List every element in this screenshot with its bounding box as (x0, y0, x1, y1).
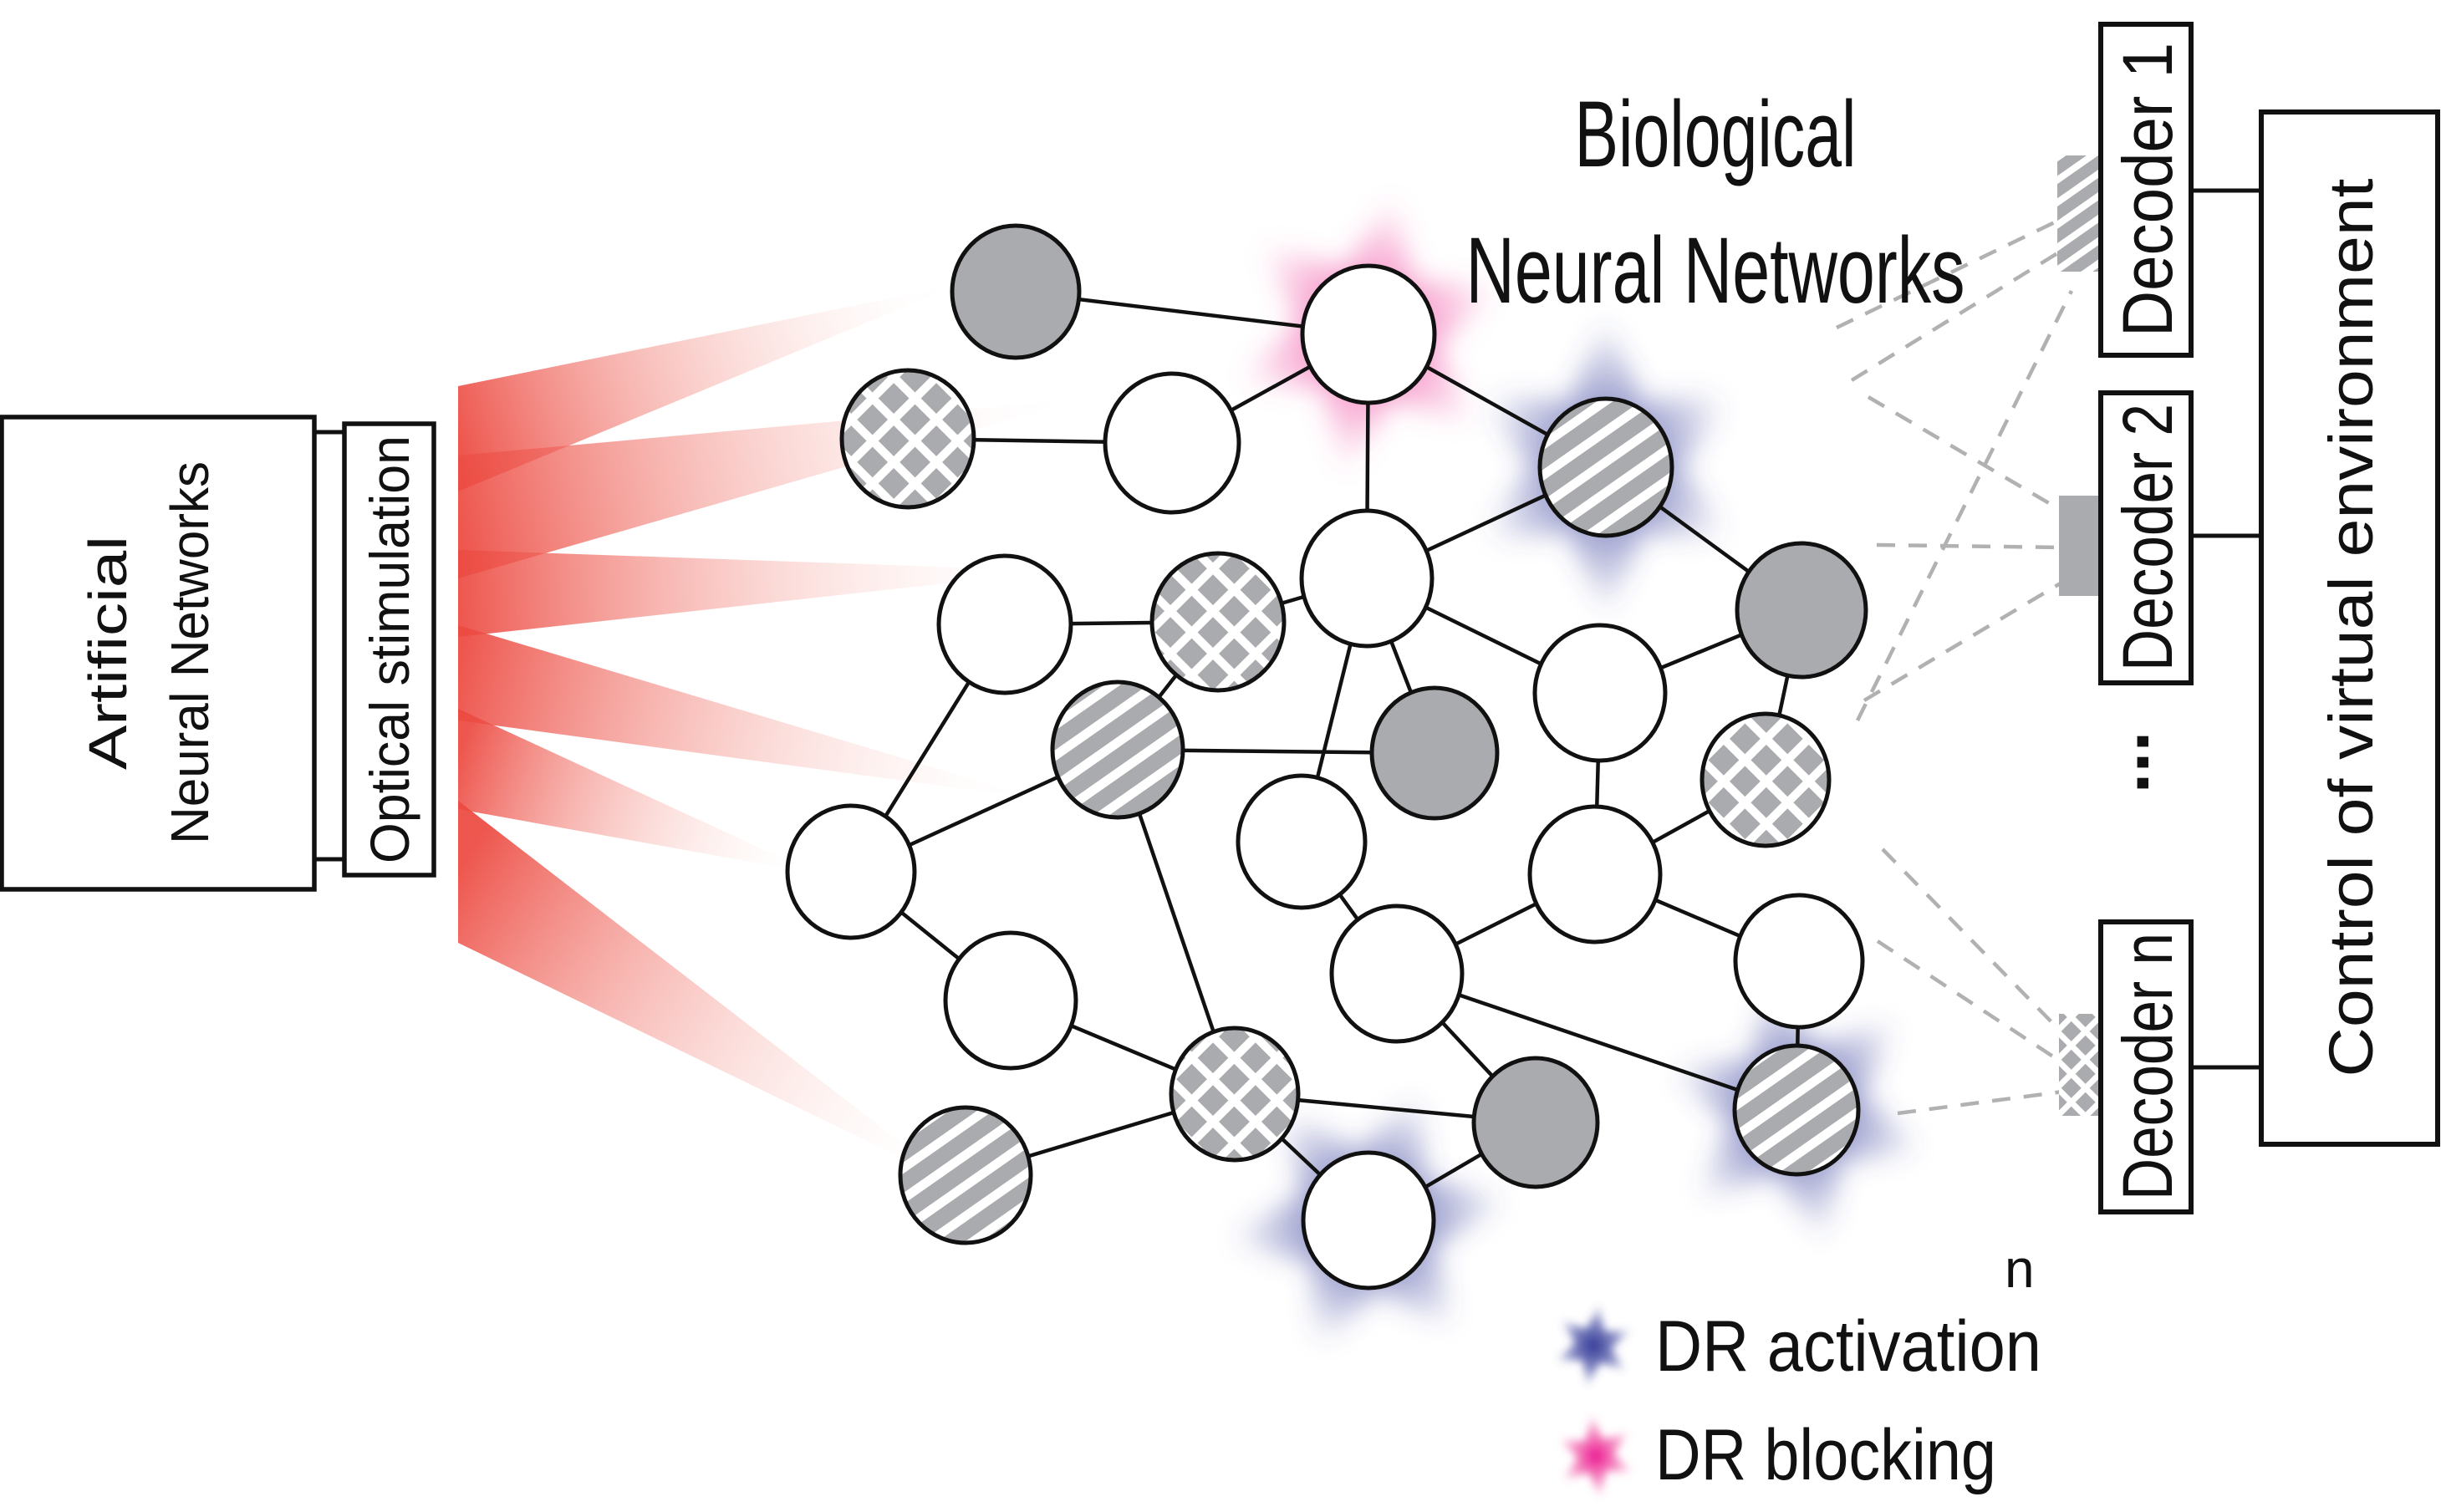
stray-n-mark: n (2005, 1239, 2035, 1299)
recording-dashes-layer (1836, 216, 2074, 1116)
decoder-ellipsis: ... (2082, 731, 2165, 793)
neuron-node-diag (898, 1105, 1033, 1245)
neuron-node-cross (1169, 1026, 1301, 1163)
ann-label-line2: Neural Networks (160, 461, 220, 844)
dr-activation-star-icon (1552, 1302, 1634, 1389)
decoder-2-label: Decoder 2 (2108, 404, 2187, 671)
recording-dash-line (1897, 1089, 2064, 1116)
ann-box-label: Artificial Neural Networks (78, 461, 220, 844)
decoder-2-box (2098, 390, 2194, 685)
neuron-node-diag-blue-glow (1732, 1043, 1861, 1177)
optical-stimulation-beam (458, 284, 960, 491)
recording-dash-line (1867, 395, 2065, 513)
neuron-node-white (1299, 508, 1435, 649)
neuron-node-white (1236, 773, 1368, 910)
neuron-node-white-pink-glow (1300, 263, 1437, 405)
bnn-title-line1: Biological (1575, 82, 1857, 186)
neuron-node-gray (1735, 541, 1868, 680)
neuron-node-white (1527, 804, 1663, 944)
legend-label-activation: DR activation (1655, 1306, 2041, 1387)
bnn-title-line2: Neural Networks (1466, 218, 1965, 323)
optical-beams-layer (458, 284, 1078, 1183)
neuron-node-gray (1471, 1056, 1600, 1189)
recording-dash-line (1863, 580, 2065, 702)
neuron-node-gray (950, 223, 1082, 360)
neuron-node-white (1733, 893, 1865, 1030)
optical-stimulation-beam (458, 550, 1060, 637)
recording-dash-line (1850, 249, 2063, 382)
recording-dash-line (1855, 289, 2074, 722)
neuron-node-cross (1700, 711, 1832, 848)
neuron-node-white-blue-glow (1301, 1150, 1436, 1291)
optical-stimulation-box (342, 421, 436, 878)
neuron-node-gray (1369, 685, 1500, 821)
optical-stimulation-beam (458, 625, 1039, 799)
recording-dash-line (1876, 939, 2065, 1065)
optical-stimulation-beam (458, 801, 953, 1183)
control-box (2259, 109, 2440, 1147)
electrode-decoder-n (2059, 1014, 2101, 1116)
electrode-decoder2 (2059, 496, 2101, 596)
dr-blocking-star-icon (1556, 1413, 1636, 1499)
neuron-node-white (1329, 904, 1465, 1044)
neuron-node-cross (839, 368, 976, 510)
decoder-n-label: Decoder n (2108, 933, 2187, 1200)
decoder-1-box (2098, 22, 2194, 358)
legend: DR activation DR blocking (1552, 1302, 2041, 1499)
synapse-edge (1396, 971, 1797, 1112)
neuron-node-white (785, 803, 917, 940)
neuron-node-diag (1050, 680, 1185, 820)
neuron-node-diag-blue-glow (1537, 396, 1674, 538)
neuron-node-white (1103, 371, 1241, 515)
dr-blocking-star (1556, 1413, 1636, 1499)
recording-dash-line (1876, 542, 2064, 550)
legend-label-blocking: DR blocking (1655, 1415, 1996, 1495)
decoder-1-label: Decoder 1 (2108, 43, 2187, 337)
neuron-node-white (1532, 623, 1668, 763)
recording-dash-line (1836, 216, 2062, 330)
neuron-node-cross (1149, 551, 1287, 693)
control-box-label: Control of virtual environment (2316, 178, 2386, 1077)
optical-stimulation-beam (458, 709, 815, 873)
optical-stimulation-label: Optical stimulation (359, 435, 420, 863)
recording-dash-line (1881, 848, 2065, 1036)
neuron-nodes-layer (785, 223, 1868, 1291)
dr-activation-star (1552, 1302, 1634, 1389)
neuron-node-white (943, 930, 1078, 1071)
neuron-node-white (936, 553, 1073, 695)
decoder-n-box (2098, 919, 2194, 1214)
ann-box (0, 415, 317, 892)
ann-label-line1: Artificial (78, 536, 138, 770)
electrode-decoder1 (2057, 155, 2101, 272)
